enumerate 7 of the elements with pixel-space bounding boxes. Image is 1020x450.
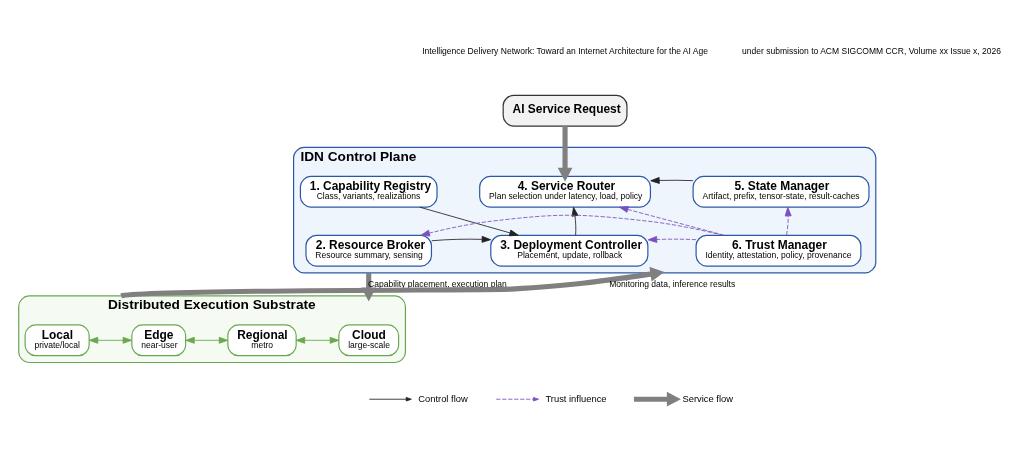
label: under submission to ACM SIGCOMM CCR, Volume xx Issue x, 2026 — [742, 45, 1001, 56]
legend-label: Trust influence — [545, 392, 607, 404]
legend-label: Control flow — [418, 392, 468, 404]
label: Intelligence Delivery Network: Toward an Internet Architecture for the AI Age — [422, 45, 708, 56]
legend-label: Service flow — [682, 392, 733, 404]
edge-label: Capability placement, execution plan — [368, 278, 507, 289]
edge-label: Monitoring data, inference results — [609, 278, 736, 289]
